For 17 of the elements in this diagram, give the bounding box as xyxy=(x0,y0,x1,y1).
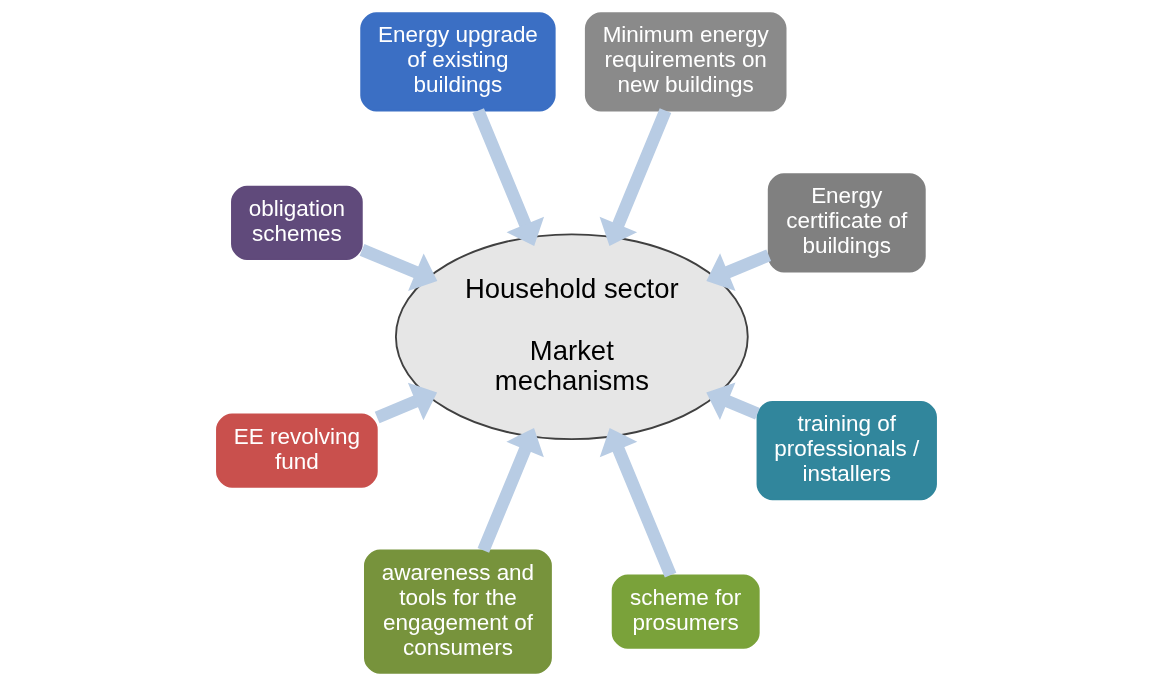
arrow xyxy=(359,244,437,291)
node-box: EE revolving fund xyxy=(215,413,378,488)
node-ellipse: Household sector Market mechanisms xyxy=(394,233,749,441)
node-box: training of professionals / installers xyxy=(756,401,937,501)
arrow xyxy=(599,108,671,246)
arrow xyxy=(477,428,544,553)
arrow xyxy=(599,428,676,578)
arrow xyxy=(471,108,544,246)
node-box: awareness and tools for the engagement of consumers xyxy=(363,549,552,674)
node-box: Energy upgrade of existing buildings xyxy=(359,12,556,112)
arrow xyxy=(705,382,760,421)
arrow xyxy=(705,249,771,291)
node-box: Energy certificate of buildings xyxy=(767,173,926,273)
node-box: obligation schemes xyxy=(230,185,363,260)
node-box: scheme for prosumers xyxy=(611,574,760,649)
arrow xyxy=(374,382,437,424)
node-box: Minimum energy requirements on new buildings xyxy=(584,12,786,112)
